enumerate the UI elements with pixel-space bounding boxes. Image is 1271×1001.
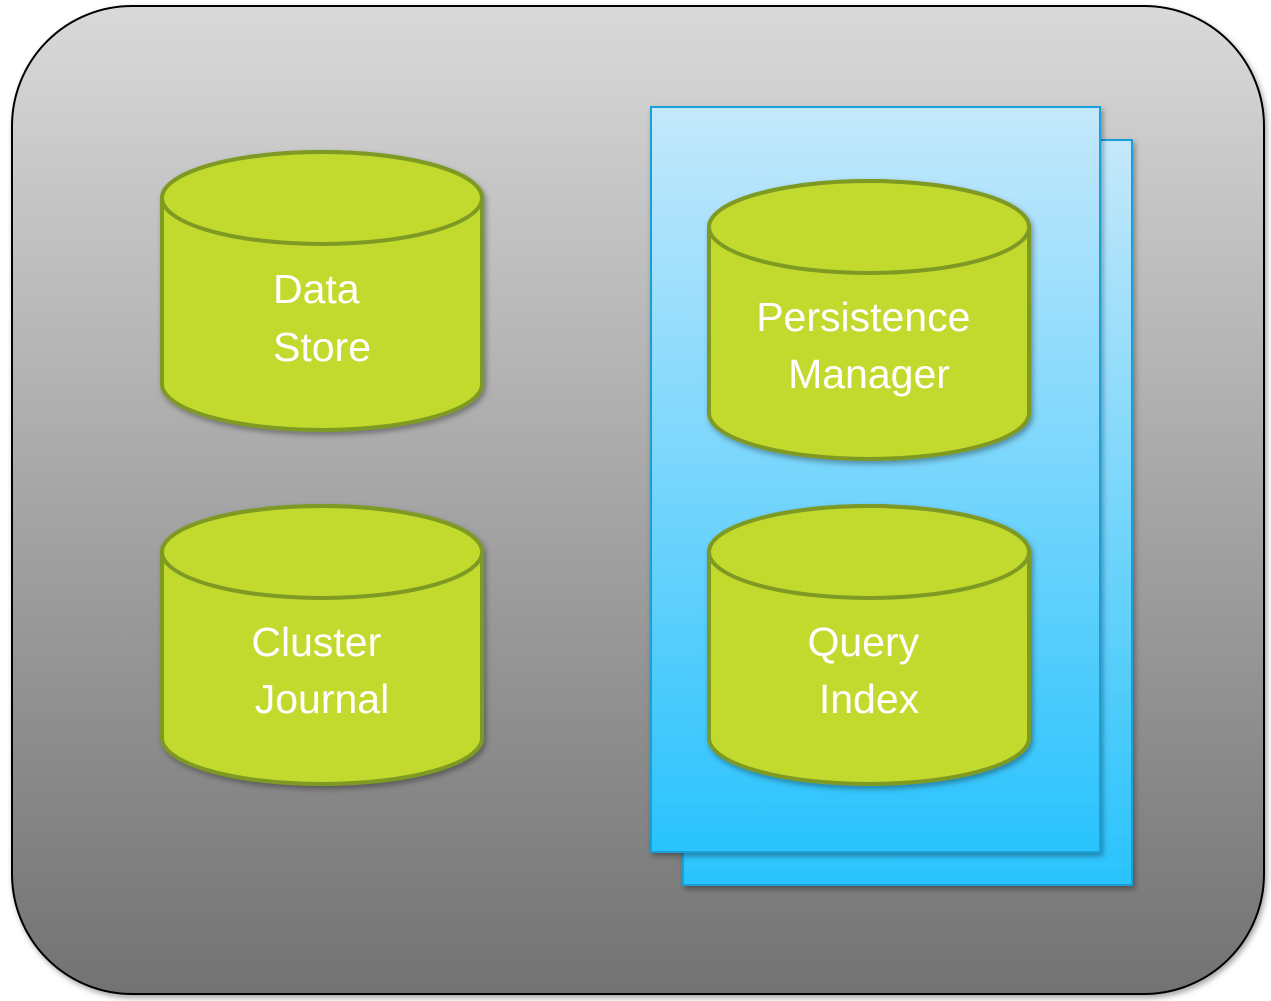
svg-text:Persistence Manager: Persistence Manager bbox=[756, 294, 982, 397]
svg-text:Cluster Journal: Cluster Journal bbox=[251, 619, 392, 722]
svg-text:Data Store: Data Store bbox=[273, 266, 371, 370]
cluster-journal-cylinder: Cluster Journal bbox=[160, 504, 484, 786]
data-store-label-line1: Data bbox=[273, 266, 360, 312]
data-store-cylinder: Data Store bbox=[160, 150, 484, 432]
data-store-label-line2: Store bbox=[273, 324, 371, 370]
persistence-manager-label-line2: Manager bbox=[788, 351, 950, 397]
cluster-journal-label-line2: Journal bbox=[255, 676, 389, 722]
query-index-cylinder: Query Index bbox=[707, 504, 1031, 786]
query-index-label-line2: Index bbox=[819, 676, 920, 722]
query-index-label-line1: Query bbox=[807, 619, 919, 665]
persistence-manager-cylinder: Persistence Manager bbox=[707, 179, 1031, 461]
cluster-journal-label-line1: Cluster bbox=[251, 619, 381, 665]
svg-text:Query Index: Query Index bbox=[807, 619, 930, 722]
persistence-manager-label-line1: Persistence bbox=[756, 294, 970, 340]
